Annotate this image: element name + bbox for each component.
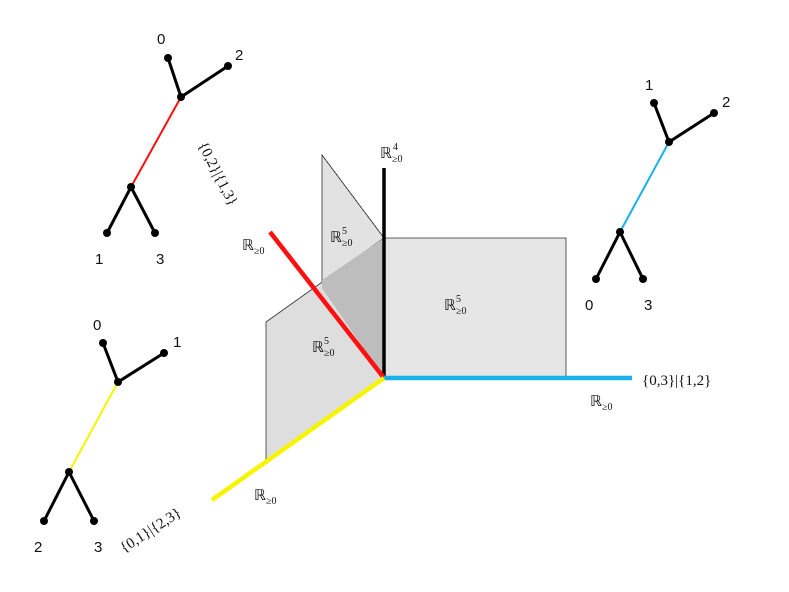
label-right-plane: ℝ 5 ≥0 <box>444 294 467 317</box>
svg-text:ℝ: ℝ <box>254 488 266 504</box>
svg-text:ℝ: ℝ <box>380 146 392 162</box>
yellow-ray <box>210 376 386 502</box>
svg-text:≥0: ≥0 <box>392 154 403 165</box>
svg-text:2: 2 <box>235 47 243 64</box>
svg-text:5: 5 <box>456 294 461 305</box>
svg-text:1: 1 <box>173 334 181 351</box>
svg-text:≥0: ≥0 <box>602 402 613 413</box>
svg-text:ℝ: ℝ <box>444 298 456 314</box>
red-ray <box>268 230 386 380</box>
tree-right: 1 2 0 3 <box>585 77 730 314</box>
svg-text:≥0: ≥0 <box>254 246 265 257</box>
svg-text:≥0: ≥0 <box>324 348 335 359</box>
svg-text:1: 1 <box>645 77 653 94</box>
label-vertical-orthant: ℝ 4 ≥0 <box>380 142 403 165</box>
svg-text:4: 4 <box>393 142 398 153</box>
svg-text:2: 2 <box>34 539 42 556</box>
svg-text:0: 0 <box>93 317 101 334</box>
svg-text:ℝ: ℝ <box>242 238 254 254</box>
svg-text:≥0: ≥0 <box>456 306 467 317</box>
label-yellow-ray: ℝ ≥0 <box>254 488 277 507</box>
orthant-plane-right <box>383 237 567 379</box>
label-red-ray: ℝ ≥0 <box>242 238 265 257</box>
tree-bottom-left: 0 1 2 3 <box>34 317 181 556</box>
svg-text:3: 3 <box>94 539 102 556</box>
svg-text:ℝ: ℝ <box>312 340 324 356</box>
split-label-blue: {0,3}|{1,2} <box>642 373 711 389</box>
svg-text:3: 3 <box>156 251 164 268</box>
label-back-plane: ℝ 5 ≥0 <box>330 226 353 249</box>
label-blue-ray: ℝ ≥0 <box>590 394 613 413</box>
label-left-plane: ℝ 5 ≥0 <box>312 336 335 359</box>
svg-text:5: 5 <box>342 226 347 237</box>
svg-text:3: 3 <box>644 297 652 314</box>
split-label-yellow: {0,1}|{2,3} <box>117 505 184 556</box>
split-label-red: {0,2}|{1,3} <box>194 140 240 209</box>
svg-text:0: 0 <box>585 297 593 314</box>
tree-top-left: 0 2 1 3 <box>95 31 243 268</box>
svg-text:2: 2 <box>722 94 730 111</box>
orthant-plane-overlap <box>322 238 384 378</box>
svg-text:ℝ: ℝ <box>330 230 342 246</box>
orthant-plane-back-edge <box>321 154 385 239</box>
svg-text:≥0: ≥0 <box>266 496 277 507</box>
svg-text:0: 0 <box>157 31 165 48</box>
svg-text:≥0: ≥0 <box>342 238 353 249</box>
svg-text:5: 5 <box>324 336 329 347</box>
svg-text:ℝ: ℝ <box>590 394 602 410</box>
svg-text:1: 1 <box>95 251 103 268</box>
